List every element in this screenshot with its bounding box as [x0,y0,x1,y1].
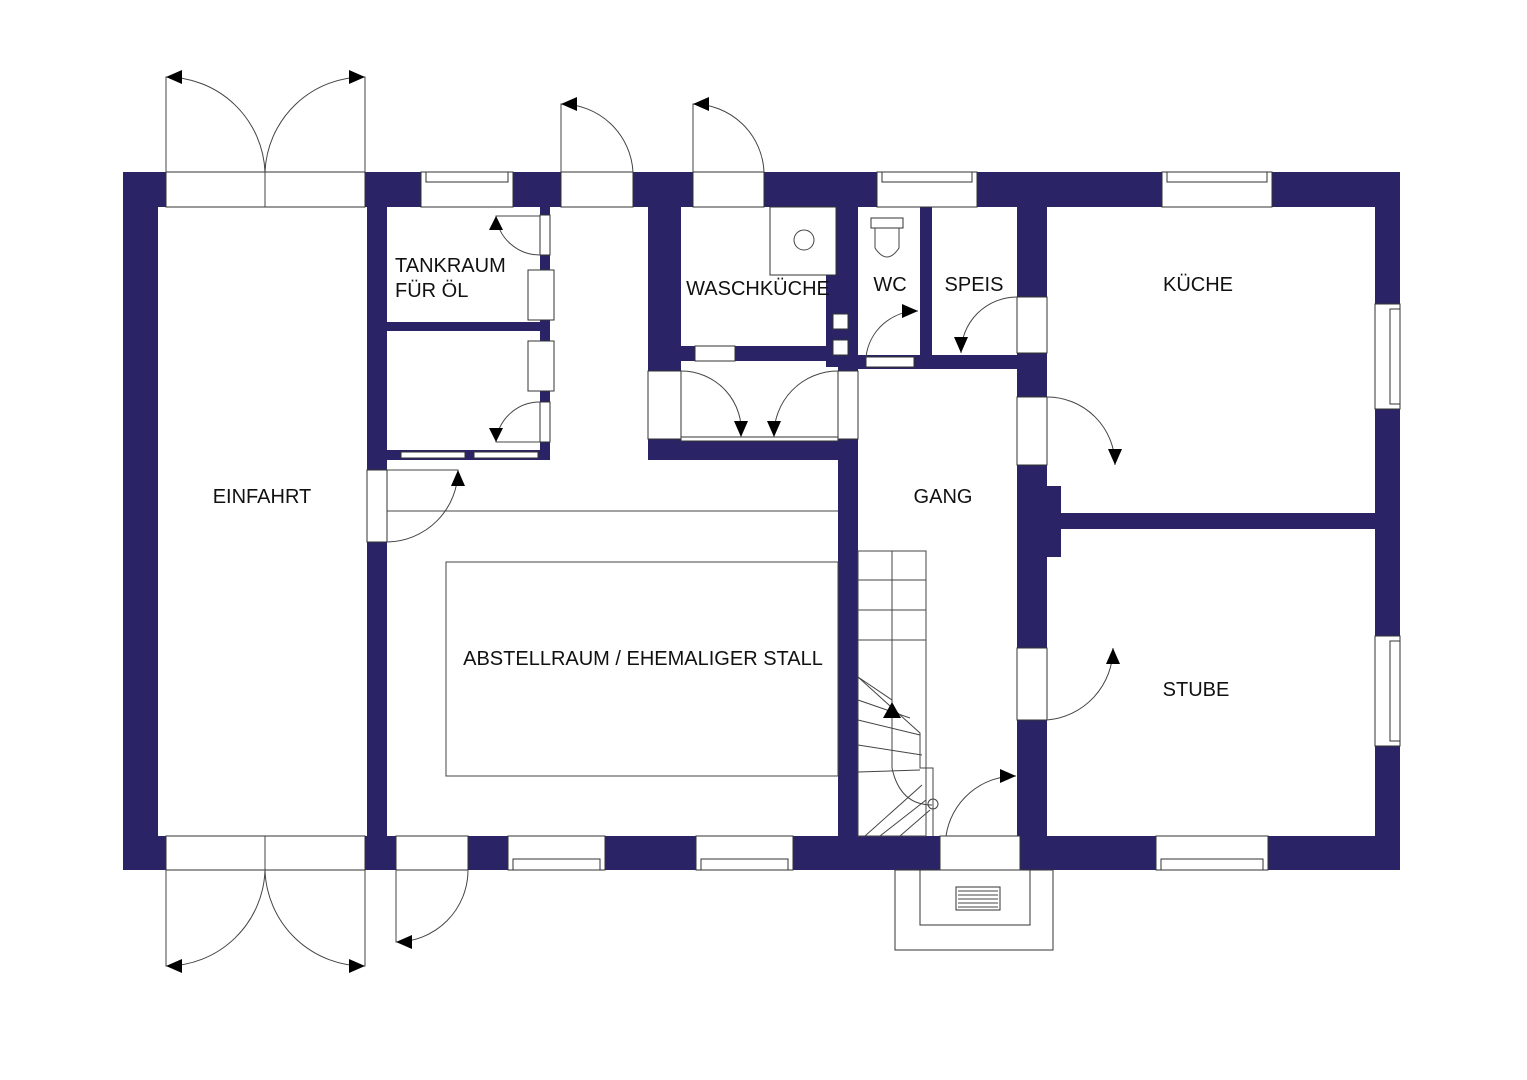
room-label-tankraum: TANKRAUM [395,255,506,277]
room-label-stube: STUBE [1163,679,1230,701]
staircase [857,550,939,837]
doormat-icon [955,886,1001,911]
toilet-icon [870,217,904,258]
washing-machine-icon [769,206,837,276]
room-label-einfahrt: EINFAHRT [213,486,312,508]
fixtures [387,206,1054,951]
stair-up-arrow-icon [883,702,901,718]
washing-drum-icon [793,229,815,251]
room-label-abstellraum: ABSTELLRAUM / EHEMALIGER STALL [463,648,823,670]
room-label-kueche: KÜCHE [1163,274,1233,296]
room-label-tankraum-line2: FÜR ÖL [395,280,468,302]
room-label-gang: GANG [914,486,973,508]
wall-openings [165,171,1401,871]
door-swings [165,70,1122,973]
storage-area-outline [445,561,839,777]
room-label-speis: SPEIS [945,274,1004,296]
room-label-wc: WC [873,274,906,296]
room-label-waschkueche: WASCHKÜCHE [686,278,830,300]
room-labels: EINFAHRT TANKRAUM FÜR ÖL WASCHKÜCHE WC S… [213,255,1233,701]
